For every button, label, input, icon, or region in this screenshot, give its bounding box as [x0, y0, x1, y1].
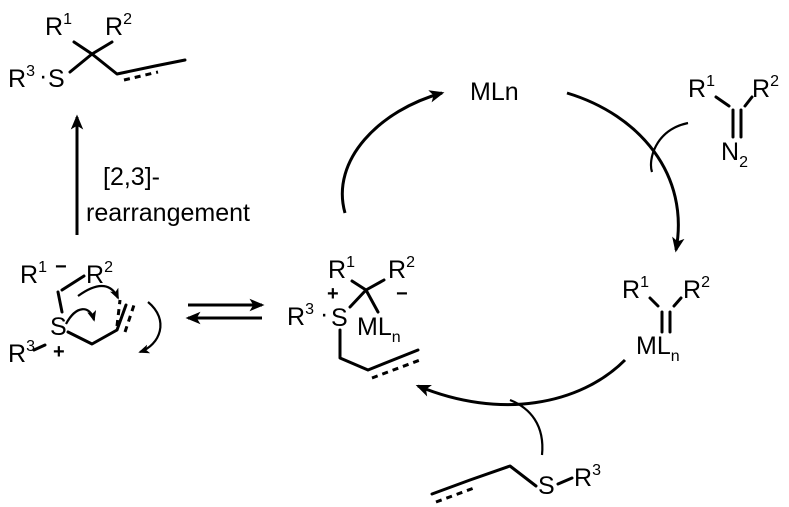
sulfide-s-label: S	[538, 472, 555, 500]
carbene-bonds	[648, 296, 683, 334]
ylide-sulfonium-plus: +	[327, 283, 339, 305]
step-label-line1: [2,3]-	[103, 163, 160, 191]
step-label-line2: rearrangement	[86, 199, 250, 227]
ts-alkyne-dashed	[115, 299, 136, 333]
sulfide-entry-tail	[509, 398, 544, 456]
diazo-n2-label: N2	[721, 138, 748, 171]
carbene-r2-label: R2	[683, 274, 710, 304]
product-s-label: S	[48, 65, 65, 93]
ylide-r3-label: R3	[287, 301, 314, 331]
ylide-dot: ·	[320, 300, 328, 328]
ts-bonds	[32, 274, 128, 352]
metal-carbene: R1 R2 MLn	[622, 274, 710, 365]
ts-electron-arrow-2	[65, 308, 97, 325]
sulfide-alkyne-dashed	[435, 486, 475, 504]
diazo-r1-label: R1	[688, 73, 715, 103]
ylide-transition-state: R1 − R2 S R3 +	[8, 256, 162, 368]
ts-r2-label: R2	[86, 259, 113, 289]
diazo-r2-label: R2	[752, 73, 779, 103]
ylide-s-label: S	[331, 304, 348, 332]
ts-sulfonium-plus: +	[53, 341, 65, 363]
metal-bound-ylide: R1 R2 − R3 · + S MLn	[287, 254, 421, 380]
product-double-bond-dashed	[123, 70, 159, 82]
product-r3-label: R3	[8, 63, 35, 93]
rearranged-product: R1 R2 R3 · S	[8, 11, 187, 93]
ts-r3-label: R3	[8, 338, 35, 368]
product-r1-label: R1	[45, 11, 72, 41]
ylide-r2-label: R2	[388, 254, 415, 284]
ylide-r1-label: R1	[328, 254, 355, 284]
ts-electron-arrow-3	[138, 301, 162, 354]
ts-electron-arrow-1	[77, 285, 119, 300]
cycle-arrow-right	[566, 91, 685, 253]
ylide-ml-label: MLn	[357, 313, 401, 346]
carbene-ml-label: MLn	[636, 332, 680, 365]
catalyst-label: MLn	[470, 78, 519, 106]
ts-s-label: S	[50, 313, 67, 341]
sulfide-sr3-bond	[556, 476, 574, 486]
ts-r1-label: R1	[20, 259, 47, 289]
ylide-carbanion-minus: −	[396, 283, 408, 305]
cycle-arrow-top-left	[340, 90, 445, 214]
product-bonds	[68, 40, 187, 76]
propargyl-sulfide: S R3	[430, 462, 601, 504]
sulfide-r3-label: R3	[574, 462, 601, 492]
ylide-bonds	[338, 278, 420, 372]
product-r2-label: R2	[105, 11, 132, 41]
sulfide-bonds	[430, 464, 538, 496]
cycle-arrow-bottom	[415, 358, 627, 407]
diazo-entry-tail	[649, 121, 689, 173]
ylide-alkyne-dashed	[371, 358, 421, 380]
diazo-compound: R1 R2 N2	[688, 73, 779, 171]
carbene-r1-label: R1	[622, 274, 649, 304]
diazo-bonds	[714, 95, 754, 139]
ts-carbanion-minus: −	[55, 256, 67, 278]
product-dot: ·	[39, 62, 47, 90]
